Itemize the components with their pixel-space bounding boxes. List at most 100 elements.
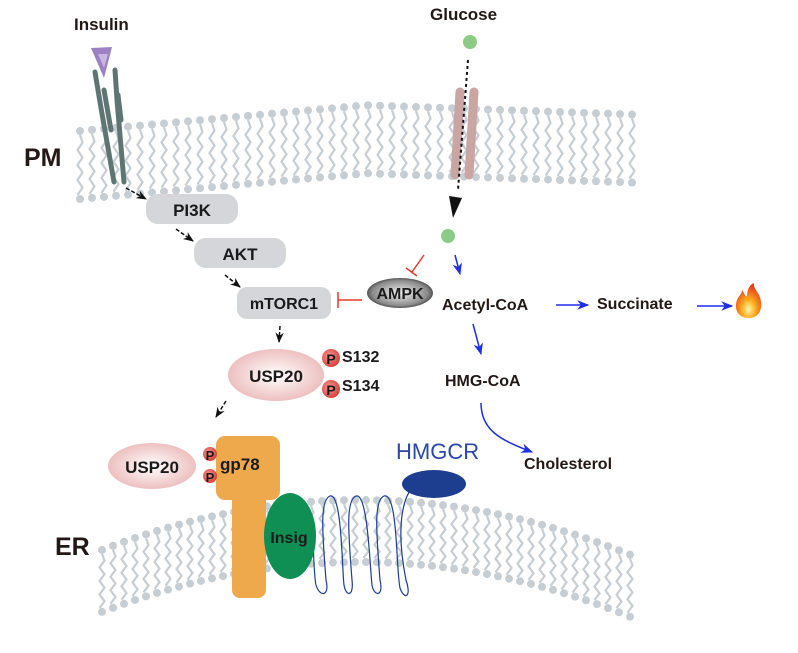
arrow-usp20-to-complex <box>215 400 227 418</box>
er-lipid <box>384 496 392 567</box>
phospho-s134-symbol: P <box>326 382 335 398</box>
pm-label: PM <box>24 144 62 172</box>
phospho-bound-2-symbol: P <box>206 470 215 485</box>
ampk-inhibits-mtorc1 <box>337 292 362 308</box>
pm-lipid <box>76 127 84 203</box>
pm-lipid <box>208 115 216 192</box>
pm-lipid <box>532 107 540 184</box>
usp20-gp78-bound-node: USP20 P P <box>108 443 217 489</box>
pm-lipid <box>376 101 384 178</box>
pm-lipid <box>628 110 636 187</box>
er-lipid <box>428 499 436 570</box>
er-lipid <box>98 545 106 616</box>
er-lipid <box>626 550 634 621</box>
pm-lipid <box>184 117 192 194</box>
er-lipid <box>571 530 579 601</box>
pm-lipid <box>124 122 132 199</box>
pm-lipid <box>220 114 228 191</box>
pm-lipid <box>280 108 288 185</box>
pm-lipid <box>424 103 432 180</box>
glucose-transporter-icon <box>450 87 479 180</box>
phospho-bound-1-symbol: P <box>206 448 215 463</box>
er-lipid <box>351 496 359 567</box>
er-lipid <box>582 534 590 605</box>
er-lipid <box>516 515 524 586</box>
mtorc1-label: mTORC1 <box>250 296 318 313</box>
er-lipid <box>219 510 227 581</box>
usp20-bottom-label: USP20 <box>125 458 179 477</box>
pm-lipid <box>316 105 324 182</box>
er-lipid <box>131 533 139 604</box>
er-lipid <box>186 517 194 588</box>
pm-lipid <box>592 109 600 186</box>
glucose-transport-arrow <box>457 59 469 191</box>
er-label: ER <box>55 533 90 561</box>
er-lipid <box>494 510 502 581</box>
gp78-label: gp78 <box>220 455 260 474</box>
er-lipid <box>197 514 205 585</box>
er-lipid <box>439 501 447 572</box>
er-lipid <box>208 512 216 583</box>
akt-label: AKT <box>223 245 259 264</box>
phospho-s134-icon <box>322 380 340 398</box>
pm-lipid <box>580 108 588 185</box>
pm-lipid <box>544 107 552 184</box>
er-lipid <box>175 520 183 591</box>
phospho-s132-icon <box>322 349 340 367</box>
er-lipid <box>450 502 458 573</box>
pm-lipid <box>136 121 144 198</box>
er-membrane <box>98 496 634 621</box>
fire-icon <box>735 283 762 318</box>
mtorc1-node: mTORC1 <box>237 287 331 319</box>
pm-lipid <box>388 102 396 179</box>
insulin-receptor-icon <box>92 67 127 185</box>
gp78-node: gp78 <box>216 436 280 598</box>
pm-lipid <box>616 110 624 187</box>
ampk-node: AMPK <box>367 278 433 308</box>
er-lipid <box>120 537 128 608</box>
glucose-label: Glucose <box>430 5 497 24</box>
pm-lipid <box>304 106 312 183</box>
er-lipid <box>395 497 403 568</box>
er-lipid <box>340 496 348 567</box>
usp20-top-label: USP20 <box>249 367 303 386</box>
er-lipid <box>527 517 535 588</box>
pm-lipid <box>496 105 504 182</box>
pm-lipid <box>148 120 156 197</box>
pm-lipid <box>436 103 444 180</box>
er-lipid <box>461 504 469 575</box>
site-s132-label: S132 <box>342 349 379 366</box>
pm-lipid <box>568 108 576 185</box>
er-lipid <box>472 506 480 577</box>
arrow-hmgcoa-to-cholesterol <box>480 402 534 453</box>
hmgcr-catalytic-domain <box>402 470 466 498</box>
er-lipid <box>615 546 623 617</box>
er-lipid <box>329 496 337 567</box>
pi3k-node: PI3K <box>146 194 238 224</box>
usp20-phosphorylated-node: USP20 P P S132 S134 <box>228 349 379 401</box>
pm-lipid <box>160 119 168 196</box>
arrow-akt-to-mtorc1 <box>224 274 241 288</box>
er-lipid <box>362 496 370 567</box>
insig-label: Insig <box>270 530 307 547</box>
hmg-coa-label: HMG-CoA <box>445 373 521 390</box>
hmgcr-transmembrane-domain <box>299 487 413 597</box>
akt-node: AKT <box>194 238 286 268</box>
er-lipid <box>483 508 491 579</box>
phospho-bound-2-icon <box>203 469 217 483</box>
pm-lipid <box>508 106 516 183</box>
pm-lipid <box>292 107 300 184</box>
pi3k-label: PI3K <box>173 201 212 220</box>
er-lipid <box>593 538 601 609</box>
er-lipid <box>142 530 150 601</box>
er-lipid <box>406 497 414 568</box>
pm-lipid <box>244 111 252 188</box>
ampk-label: AMPK <box>376 286 424 303</box>
pm-lipid <box>328 104 336 181</box>
pm-lipid <box>268 109 276 186</box>
er-lipid <box>549 523 557 594</box>
succinate-label: Succinate <box>597 296 673 313</box>
er-lipid <box>153 526 161 597</box>
pm-lipid <box>196 116 204 193</box>
er-lipid <box>560 527 568 598</box>
